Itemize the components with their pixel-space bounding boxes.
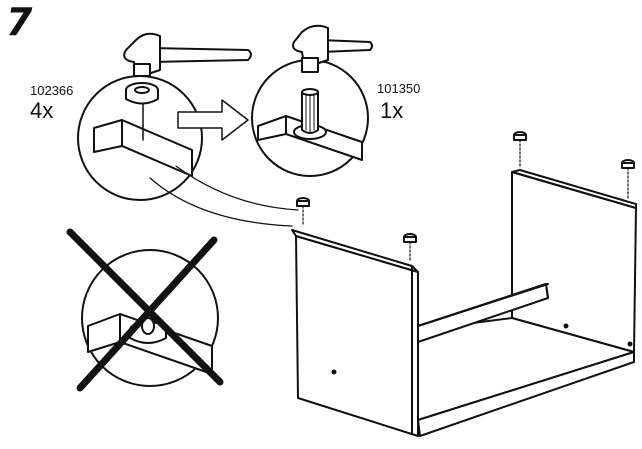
part-code-dowel: 101350 <box>377 81 421 96</box>
part-quantity-dowel: 1x <box>380 98 404 123</box>
arrow-right-icon <box>177 99 249 141</box>
hammer-icon <box>123 32 252 77</box>
part-code-nut: 102366 <box>30 83 74 98</box>
nut-position-2 <box>403 233 417 263</box>
part-quantity-nut: 4x <box>30 98 54 123</box>
wooden-dowel-icon <box>301 88 319 134</box>
step-number: 7 <box>6 0 33 44</box>
hammer-icon <box>292 24 373 73</box>
detail-circle-prohibited <box>66 228 224 392</box>
nut-position-1 <box>296 197 310 225</box>
open-cabinet-frame <box>291 169 637 437</box>
detail-circle-hammer-dowel <box>251 24 373 177</box>
nut-position-4 <box>621 159 635 201</box>
nut-position-3 <box>513 131 527 167</box>
cam-lock-nut-icon <box>125 82 159 105</box>
prohibited-cross-icon <box>66 228 224 392</box>
detail-circle-hammer-nut <box>77 32 299 227</box>
